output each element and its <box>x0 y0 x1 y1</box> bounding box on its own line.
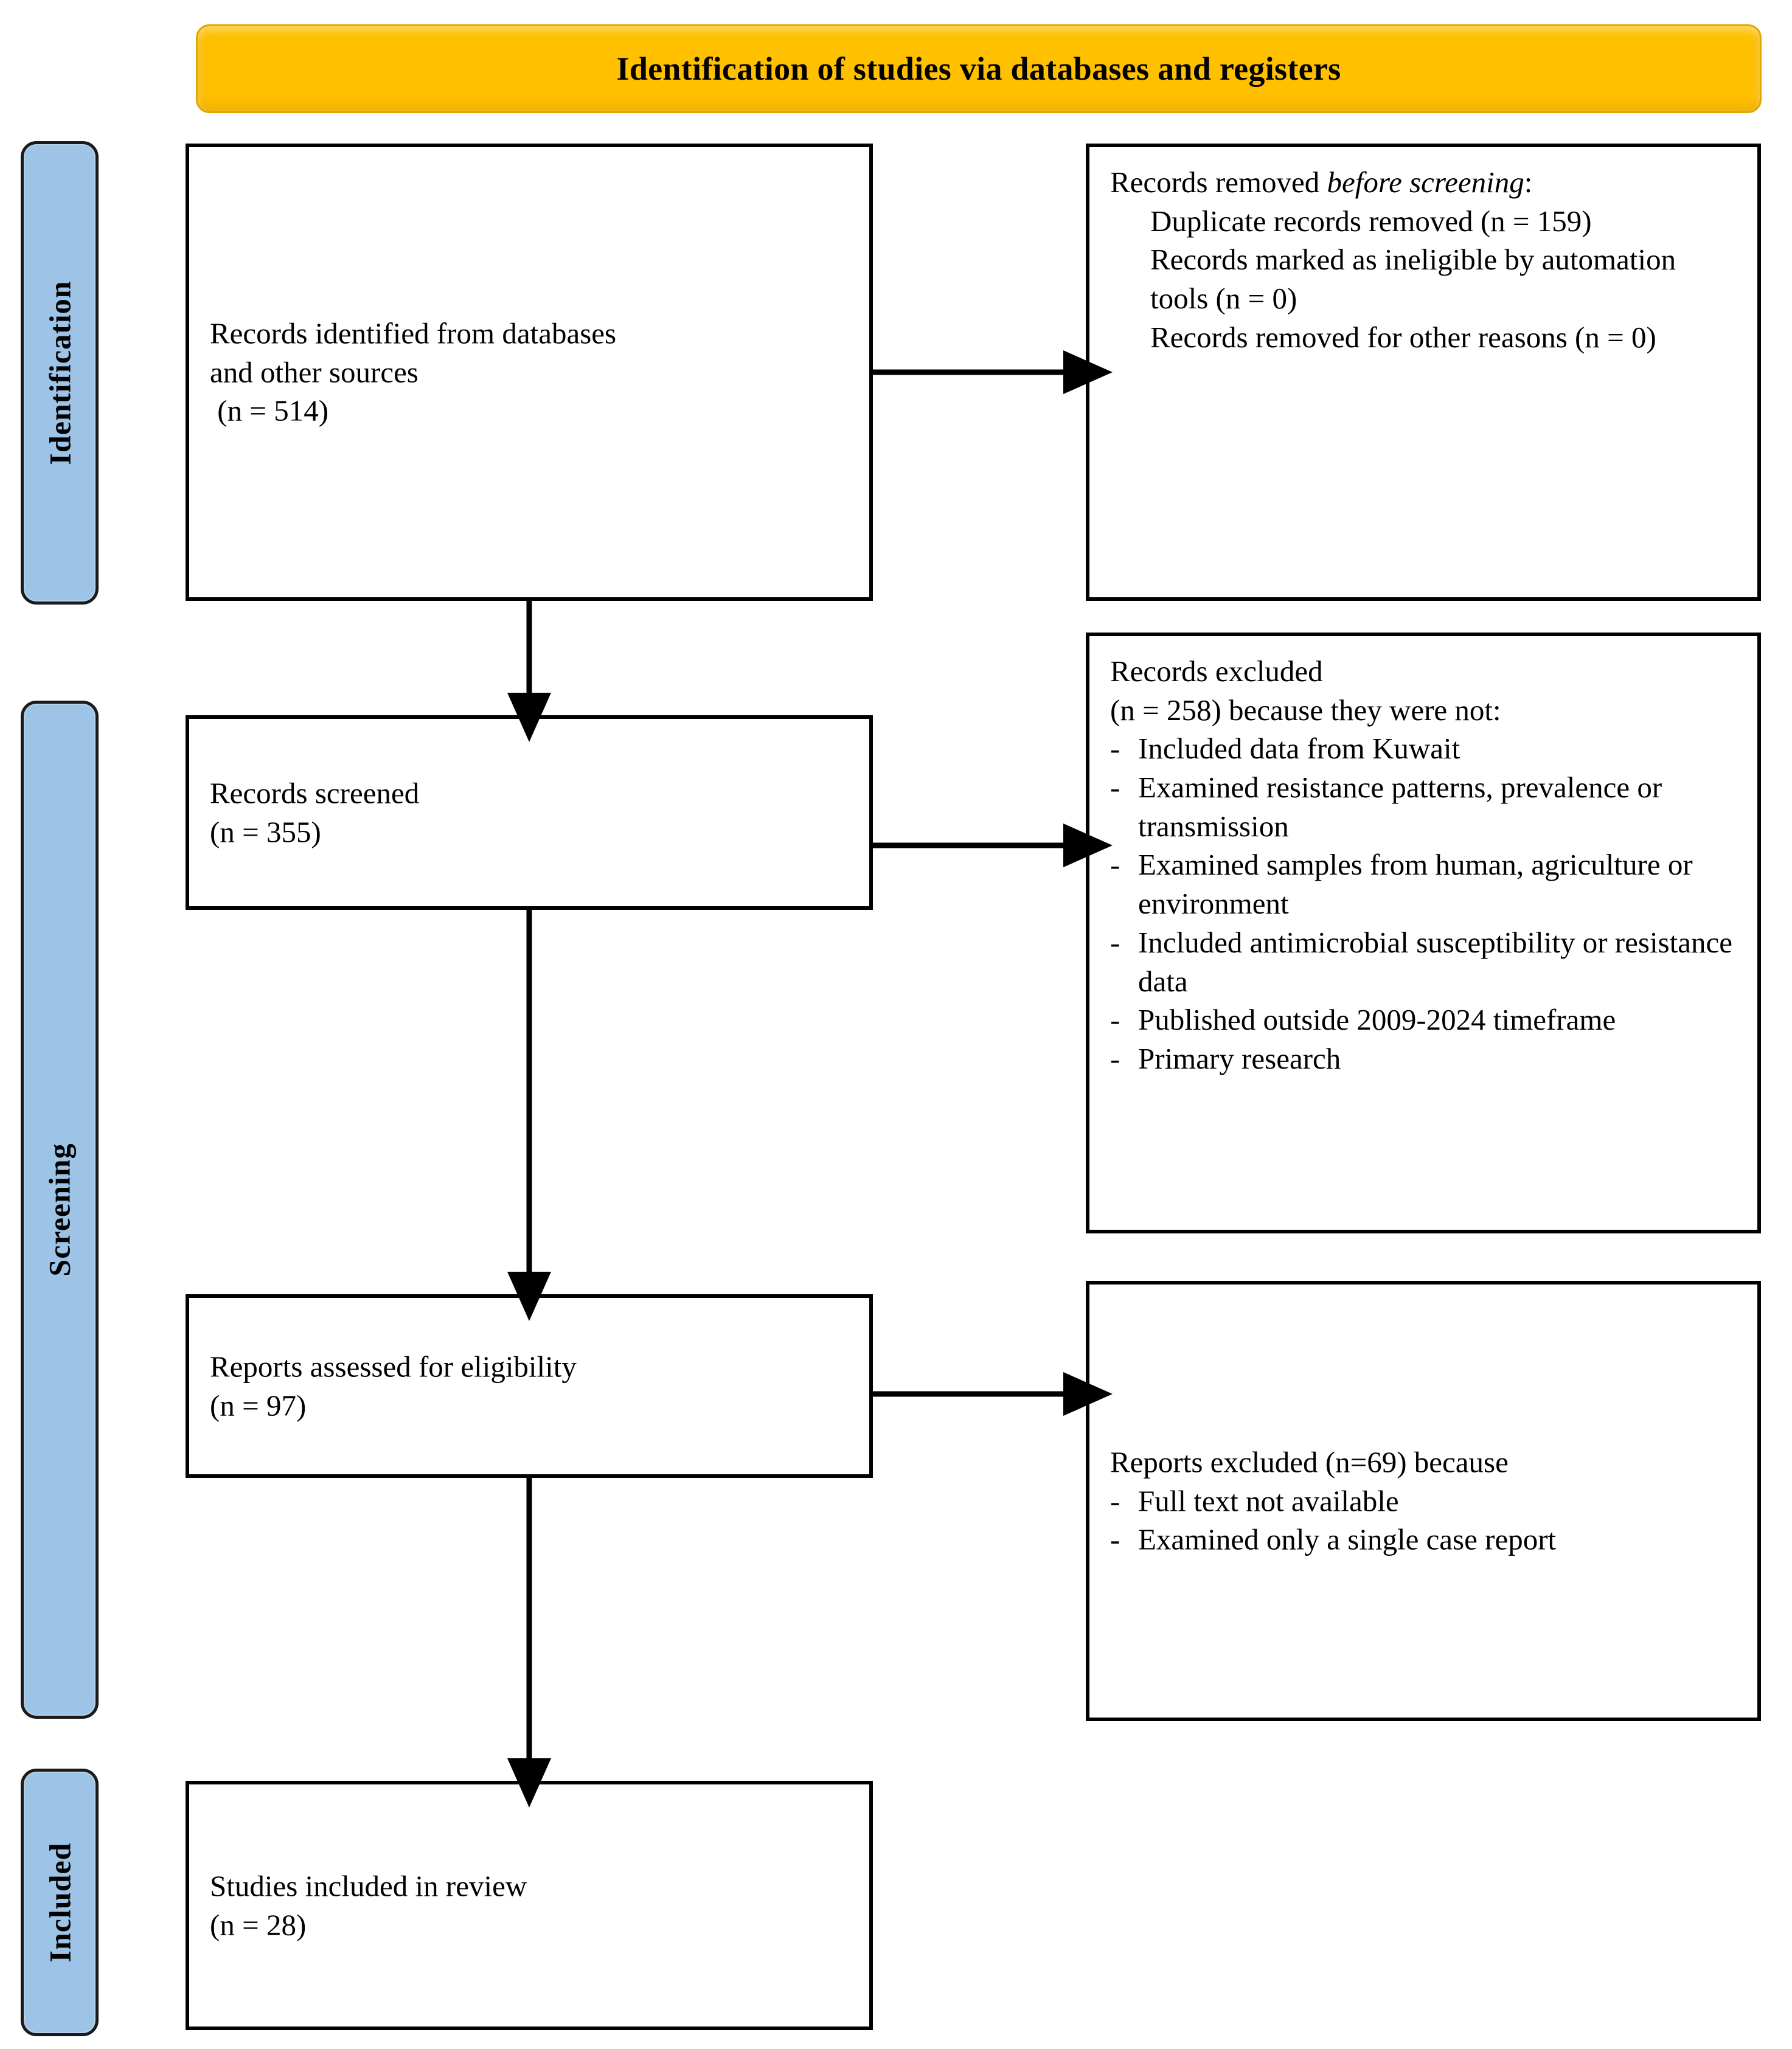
records-removed-heading-colon: : <box>1524 165 1533 199</box>
records-excluded-bullet-2-text: Examined resistance patterns, prevalence… <box>1138 771 1662 843</box>
stage-label-identification: Identification <box>43 280 77 465</box>
records-identified-count: (n = 514) <box>210 394 329 428</box>
eligibility-line-1: Reports assessed for eligibility <box>210 1350 577 1384</box>
records-excluded-bullet-1-text: Included data from Kuwait <box>1138 732 1460 766</box>
stage-bar-included: Included <box>21 1769 99 2036</box>
box-records-screened: Records screened (n = 355) <box>186 715 873 910</box>
reports-excluded-bullet-2: - Examined only a single case report <box>1110 1520 1737 1559</box>
included-count: (n = 28) <box>210 1908 307 1941</box>
records-excluded-bullet-4-text: Included antimicrobial susceptibility or… <box>1138 925 1732 998</box>
box-reports-excluded: Reports excluded (n=69) because - Full t… <box>1086 1281 1761 1721</box>
reports-excluded-bullet-2-text: Examined only a single case report <box>1138 1522 1557 1556</box>
eligibility-count: (n = 97) <box>210 1389 307 1422</box>
records-excluded-bullet-5: - Published outside 2009-2024 timeframe <box>1110 1000 1737 1039</box>
stage-bar-screening: Screening <box>21 701 99 1719</box>
bullet-marker-icon: - <box>1110 1522 1120 1556</box>
records-removed-item-2: Records marked as ineligible by automati… <box>1150 243 1676 316</box>
bullet-marker-icon: - <box>1110 1041 1120 1075</box>
stage-label-included: Included <box>43 1842 77 1963</box>
records-removed-heading-italic: before screening <box>1327 165 1524 199</box>
reports-excluded-bullet-1: - Full text not available <box>1110 1482 1737 1520</box>
box-studies-included-in-review: Studies included in review (n = 28) <box>186 1781 873 2030</box>
box-reports-assessed-for-eligibility: Reports assessed for eligibility (n = 97… <box>186 1294 873 1478</box>
reports-excluded-line-1: Reports excluded (n=69) because <box>1110 1445 1509 1479</box>
page-title: Identification of studies via databases … <box>616 50 1341 87</box>
records-excluded-bullet-5-text: Published outside 2009-2024 timeframe <box>1138 1003 1616 1037</box>
records-excluded-bullet-3: - Examined samples from human, agricultu… <box>1110 845 1737 923</box>
box-records-removed-before-screening: Records removed before screening: Duplic… <box>1086 144 1761 601</box>
records-excluded-line-1: Records excluded <box>1110 654 1323 688</box>
included-line-1: Studies included in review <box>210 1869 527 1903</box>
box-records-identified: Records identified from databases and ot… <box>186 144 873 601</box>
reports-excluded-bullet-1-text: Full text not available <box>1138 1484 1399 1518</box>
records-screened-line-1: Records screened <box>210 776 420 810</box>
records-removed-item-3: Records removed for other reasons (n = 0… <box>1150 320 1656 354</box>
bullet-marker-icon: - <box>1110 1003 1120 1037</box>
records-excluded-bullet-6-text: Primary research <box>1138 1041 1341 1075</box>
bullet-marker-icon: - <box>1110 771 1120 805</box>
records-excluded-bullet-4: - Included antimicrobial susceptibility … <box>1110 923 1737 1000</box>
records-removed-item-1: Duplicate records removed (n = 159) <box>1150 204 1592 238</box>
bullet-marker-icon: - <box>1110 1484 1120 1518</box>
stage-label-screening: Screening <box>43 1143 77 1277</box>
records-excluded-bullet-6: - Primary research <box>1110 1039 1737 1078</box>
records-excluded-bullet-3-text: Examined samples from human, agriculture… <box>1138 848 1693 921</box>
records-identified-line-1: Records identified from databases <box>210 316 617 350</box>
records-excluded-line-2: (n = 258) because they were not: <box>1110 693 1501 727</box>
records-excluded-bullet-1: - Included data from Kuwait <box>1110 729 1737 768</box>
records-identified-line-2: and other sources <box>210 355 418 389</box>
records-excluded-bullet-2: - Examined resistance patterns, prevalen… <box>1110 768 1737 845</box>
records-removed-heading: Records removed before screening: <box>1110 163 1737 202</box>
bullet-marker-icon: - <box>1110 925 1120 959</box>
box-records-excluded: Records excluded (n = 258) because they … <box>1086 633 1761 1233</box>
records-removed-heading-plain: Records removed <box>1110 165 1327 199</box>
stage-bar-identification: Identification <box>21 141 99 605</box>
bullet-marker-icon: - <box>1110 848 1120 882</box>
bullet-marker-icon: - <box>1110 732 1120 766</box>
header-banner: Identification of studies via databases … <box>196 24 1762 113</box>
records-screened-count: (n = 355) <box>210 815 321 848</box>
